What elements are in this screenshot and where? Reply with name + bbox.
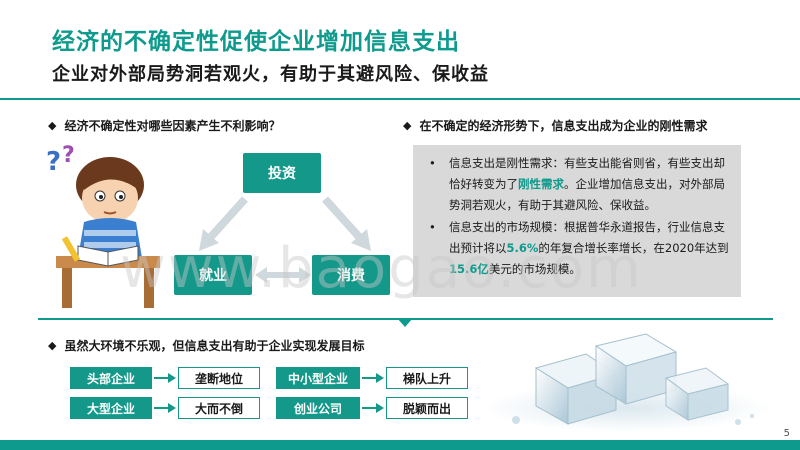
page-title: 经济的不确定性促使企业增加信息支出: [52, 29, 460, 55]
tag-head-enterprise: 头部企业: [70, 367, 152, 389]
right-section-heading-text: 在不确定的经济形势下，信息支出成为企业的刚性需求: [419, 119, 708, 133]
arrow-right-icon: [362, 373, 384, 383]
cycle-node-employment: 就业: [174, 255, 252, 295]
divider-down-triangle-icon: [397, 318, 413, 327]
diamond-bullet-icon: ◆: [48, 119, 57, 132]
tag-sme: 中小型企业: [276, 367, 360, 389]
arrow-right-icon: [154, 373, 176, 383]
thinking-boy-illustration: ? ?: [46, 143, 160, 308]
bullet-dot-icon: •: [429, 220, 436, 234]
title-divider: [0, 98, 800, 100]
tag-echelon-rise: 梯队上升: [386, 367, 468, 389]
info-item-demand: • 信息支出是刚性需求：有些支出能省则省，有些支出却恰好转变为了刚性需求。企业增…: [427, 153, 731, 216]
cycle-node-investment: 投资: [243, 153, 321, 193]
cycle-arrow-left: [199, 196, 248, 251]
info-item-market-size: • 信息支出的市场规模：根据普华永道报告，行业信息支出预计将以5.6%的年复合增…: [427, 217, 731, 280]
cycle-arrow-double: [255, 267, 311, 283]
arrow-right-icon: [362, 403, 384, 413]
bottom-section-heading-text: 虽然大环境不乐观，但信息支出有助于企业实现发展目标: [64, 339, 365, 353]
tag-too-big-to-fail: 大而不倒: [178, 397, 260, 419]
diamond-bullet-icon: ◆: [403, 119, 412, 132]
cycle-arrow-right: [322, 196, 371, 251]
bottom-section-heading: ◆ 虽然大环境不乐观，但信息支出有助于企业实现发展目标: [48, 337, 364, 354]
tag-large-enterprise: 大型企业: [70, 397, 152, 419]
ice-cubes-image: [481, 333, 771, 432]
cycle-node-consumption: 消费: [312, 255, 390, 295]
page-subtitle: 企业对外部局势洞若观火，有助于其避风险、保收益: [52, 64, 489, 85]
tag-monopoly: 垄断地位: [178, 367, 260, 389]
svg-text:?: ?: [62, 143, 75, 168]
page-number: 5: [783, 428, 790, 439]
tag-startup: 创业公司: [276, 397, 360, 419]
left-section-heading: ◆ 经济不确定性对哪些因素产生不利影响？: [48, 117, 280, 134]
bullet-dot-icon: •: [429, 156, 436, 170]
footer-band: [0, 440, 800, 450]
info-box: • 信息支出是刚性需求：有些支出能省则省，有些支出却恰好转变为了刚性需求。企业增…: [413, 145, 741, 297]
arrow-right-icon: [154, 403, 176, 413]
diamond-bullet-icon: ◆: [48, 339, 57, 352]
right-section-heading: ◆ 在不确定的经济形势下，信息支出成为企业的刚性需求: [403, 117, 707, 134]
tag-stand-out: 脱颖而出: [386, 397, 468, 419]
svg-text:?: ?: [46, 147, 61, 177]
left-section-heading-text: 经济不确定性对哪些因素产生不利影响？: [64, 119, 281, 133]
